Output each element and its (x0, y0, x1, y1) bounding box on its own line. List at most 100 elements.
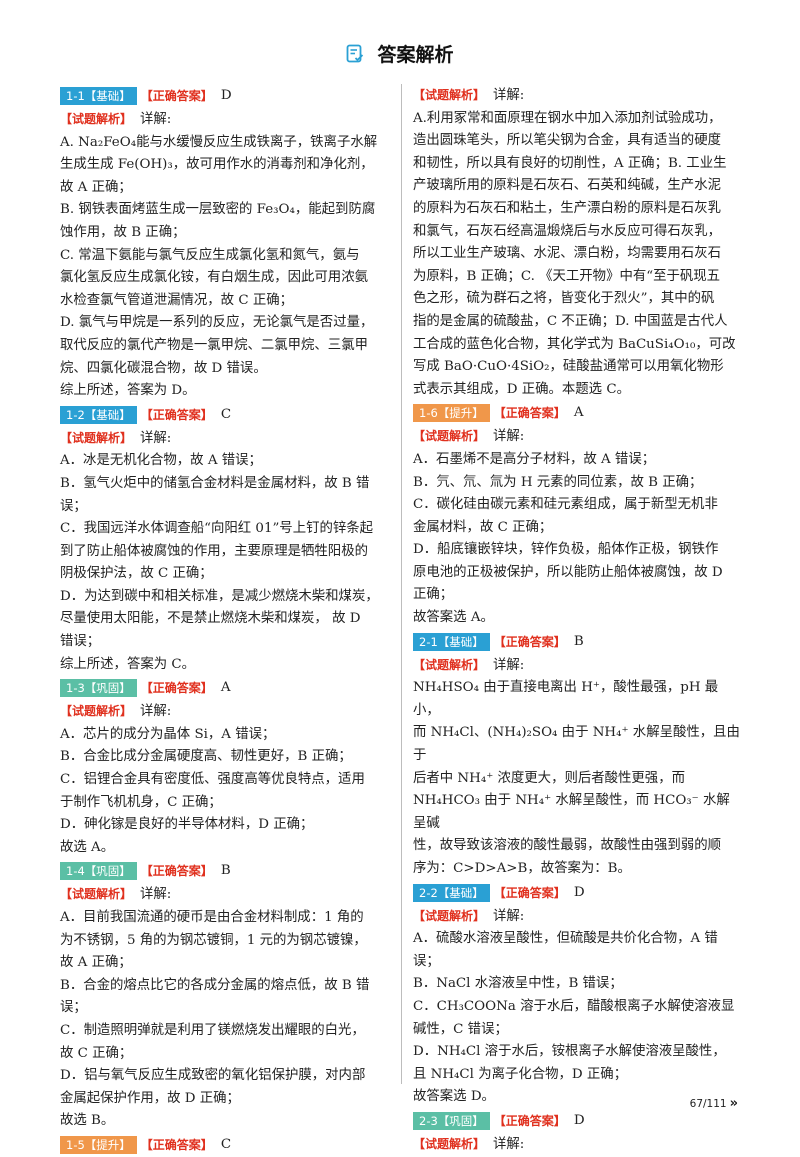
correct-answer-value: C (220, 406, 232, 422)
question-header: 1-2【基础】【正确答案】 C (60, 404, 388, 426)
explanation-line: D．NH₄Cl 溶于水后，铵根离子水解使溶液呈酸性， (413, 1044, 726, 1060)
explanation-line: B．氕、氘、氚为 H 元素的同位素，故 B 正确； (413, 474, 703, 490)
explanation-line: 序为：C>D>A>B，故答案为：B。 (413, 861, 631, 876)
question-tag: 1-2【基础】 (60, 405, 137, 424)
explanation-line: 金属起保护作用，故 D 正确； (60, 1090, 240, 1106)
explanation-suffix: 详解: (140, 112, 172, 127)
question-header: 2-1【基础】【正确答案】B (413, 631, 743, 653)
explanation-suffix: 详解: (493, 88, 525, 103)
explanation-line: A．石墨烯不是高分子材料，故 A 错误； (413, 451, 656, 467)
page-footer: 67/111» (690, 1096, 738, 1111)
question-header: 1-5【提升】【正确答案】C (60, 1134, 388, 1156)
explanation-line: A.利用冢常和面原理在钢水中加入添加剂试验成功， (413, 110, 722, 126)
correct-answer-value: A (573, 405, 584, 421)
document-check-icon (347, 44, 364, 62)
explanation-header: 【试题解析】详解: (413, 905, 743, 929)
question-tag: 1-6【提升】 (413, 404, 490, 423)
explanation-label: 【试题解析】 (60, 430, 133, 445)
question-header: 2-2【基础】【正确答案】D (413, 882, 743, 904)
correct-answer-label: 【正确答案】 (493, 885, 566, 900)
explanation-line: 综上所述，答案为 D。 (60, 383, 196, 399)
question-header: 1-6【提升】【正确答案】 A (413, 402, 743, 424)
correct-answer-label: 【正确答案】 (493, 406, 566, 421)
correct-answer-label: 【正确答案】 (493, 634, 566, 649)
question-tag: 2-3【巩固】 (413, 1111, 490, 1130)
left-column: 1-1【基础】【正确答案】D【试题解析】详解:A. Na₂FeO₄能与水缓慢反应… (60, 84, 388, 1157)
explanation-line: 后者中 NH₄⁺ 浓度更大，则后者酸性更强，而 (413, 770, 685, 786)
correct-answer-value: C (220, 1136, 232, 1152)
explanation-line: C．铝锂合金具有密度低、强度高等优良特点，适用 (60, 772, 365, 788)
explanation-line: 故 A 正确； (60, 179, 132, 195)
explanation-line: 为不锈钢，5 角的为钢芯镀铜，1 元的为钢芯镀镍， (60, 932, 367, 948)
explanation-label: 【试题解析】 (413, 657, 486, 672)
explanation-label: 【试题解析】 (60, 112, 133, 126)
explanation-header: 【试题解析】详解: (413, 654, 743, 678)
explanation-line: 而 NH₄Cl、(NH₄)₂SO₄ 由于 NH₄⁺ 水解呈酸性，且由于 (413, 725, 740, 764)
explanation-suffix: 详解: (493, 429, 525, 445)
column-divider (401, 84, 402, 1084)
explanation-line: A．硫酸水溶液呈酸性，但硫酸是共价化合物，A 错 (413, 931, 718, 947)
explanation-line: 故 A 正确； (60, 955, 132, 971)
explanation-suffix: 详解: (140, 704, 172, 720)
question-tag: 1-3【巩固】 (60, 679, 137, 698)
explanation-line: 色之形，硫为群石之将，皆变化于烈火”，其中的矾 (413, 291, 715, 307)
explanation-line: 造出圆珠笔头，所以笔尖钢为合金，具有适当的硬度 (413, 133, 721, 149)
correct-answer-value: D (573, 884, 585, 900)
explanation-line: 正确； (413, 587, 454, 603)
next-page-icon[interactable]: » (729, 1096, 738, 1111)
explanation-label: 【试题解析】 (413, 88, 486, 102)
explanation-line: 碱性，C 错误； (413, 1021, 508, 1037)
explanation-header: 【试题解析】详解: (60, 108, 388, 132)
explanation-line: D．砷化镓是良好的半导体材料，D 正确； (60, 817, 314, 833)
question-header: 1-1【基础】【正确答案】D (60, 85, 388, 107)
explanation-line: 性，故导致该溶液的酸性最弱，故酸性由强到弱的顺 (413, 838, 721, 854)
correct-answer-value: D (220, 88, 232, 103)
question-tag: 2-1【基础】 (413, 632, 490, 651)
explanation-line: A．芯片的成分为晶体 Si，A 错误； (60, 726, 276, 742)
explanation-header: 【试题解析】详解: (60, 427, 388, 451)
explanation-line: 蚀作用，故 B 正确； (60, 224, 186, 240)
explanation-line: C．我国远洋水体调查船“向阳红 01”号上钉的锌条起 (60, 521, 374, 537)
explanation-header: 【试题解析】详解: (413, 425, 743, 449)
explanation-suffix: 详解: (140, 887, 172, 903)
explanation-line: 尽量使用太阳能，不是禁止燃烧木柴和煤炭， 故 D (60, 611, 361, 627)
explanation-label: 【试题解析】 (413, 429, 486, 444)
correct-answer-label: 【正确答案】 (140, 407, 213, 422)
explanation-line: 工合成的蓝色化合物，其化学式为 BaCuSi₄O₁₀，可改 (413, 336, 736, 352)
explanation-line: D. 氯气与甲烷是一系列的反应，无论氯气是否过量， (60, 315, 374, 331)
explanation-suffix: 详解: (140, 430, 172, 446)
explanation-line: 故 C 正确； (60, 1045, 133, 1061)
explanation-line: 阴极保护法，故 C 正确； (60, 566, 213, 582)
explanation-line: A．冰是无机化合物，故 A 错误； (60, 453, 262, 469)
explanation-suffix: 详解: (493, 908, 525, 924)
explanation-line: D．铝与氧气反应生成致密的氧化铝保护膜，对内部 (60, 1068, 366, 1084)
explanation-header: 【试题解析】详解: (413, 84, 743, 108)
correct-answer-value: D (573, 1112, 585, 1128)
explanation-suffix: 详解: (493, 1136, 525, 1152)
page-title: 答案解析 (377, 44, 454, 66)
correct-answer-value: A (220, 680, 231, 696)
explanation-line: 故选 A。 (60, 839, 115, 855)
question-tag: 1-1【基础】 (60, 87, 137, 105)
explanation-line: 烷、四氯化碳混合物，故 D 错误。 (60, 360, 267, 376)
explanation-header: 【试题解析】详解: (60, 700, 388, 724)
explanation-line: 到了防止船体被腐蚀的作用，主要原理是牺牲阳极的 (60, 543, 368, 559)
explanation-line: 指的是金属的硫酸盐，C 不正确；D. 中国蓝是古代人 (413, 313, 728, 329)
question-header: 1-3【巩固】【正确答案】A (60, 677, 388, 699)
explanation-line: 氯化氢反应生成氯化铵，有白烟生成，因此可用浓氨 (60, 270, 368, 286)
explanation-line: NH₄HCO₃ 由于 NH₄⁺ 水解呈酸性，而 HCO₃⁻ 水解呈碱 (413, 793, 730, 831)
explanation-line: 式表示其组成，D 正确。本题选 C。 (413, 381, 630, 397)
explanation-line: A. Na₂FeO₄能与水缓慢反应生成铁离子，铁离子水解 (60, 134, 378, 150)
correct-answer-label: 【正确答案】 (493, 1113, 566, 1128)
question-tag: 1-4【巩固】 (60, 862, 137, 881)
explanation-line: 综上所述，答案为 C。 (60, 656, 196, 672)
question-tag: 1-5【提升】 (60, 1135, 137, 1154)
explanation-line: C．制造照明弹就是利用了镁燃烧发出耀眼的白光， (60, 1022, 365, 1038)
explanation-line: NH₄HSO₄ 由于直接电离出 H⁺，酸性最强，pH 最小， (413, 680, 719, 718)
explanation-line: 故选 B。 (60, 1113, 115, 1129)
page-header: 答案解析 (0, 40, 800, 67)
explanation-line: 和韧性，所以具有良好的切削性，A 正确；B. 工业生 (413, 155, 727, 171)
explanation-line: 误； (413, 953, 440, 969)
explanation-line: B．合金比成分金属硬度高、韧性更好，B 正确； (60, 749, 352, 765)
explanation-line: D．为达到碳中和相关标准，是减少燃烧木柴和煤炭， (60, 588, 379, 604)
